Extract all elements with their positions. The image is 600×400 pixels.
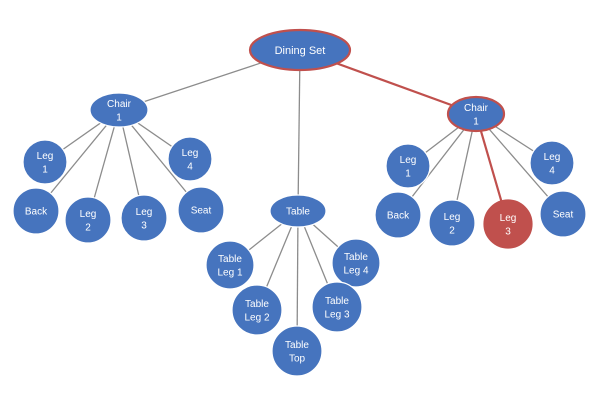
node-label: Chair (464, 103, 489, 114)
node-label: Leg (136, 207, 153, 218)
node-label: Leg 4 (343, 265, 368, 276)
node-label: 2 (449, 225, 455, 236)
node-label: Leg (80, 209, 97, 220)
node-label: Leg (500, 213, 517, 224)
node-label: Back (25, 207, 48, 218)
node-shape-cr-leg2 (428, 199, 476, 247)
node-label: Top (289, 353, 306, 364)
node-label: 2 (85, 222, 91, 233)
node-label: Leg 1 (217, 267, 242, 278)
node-shape-chair-l (89, 92, 149, 128)
node-label: 1 (42, 164, 48, 175)
node-shape-cr-leg1 (385, 143, 431, 189)
node-chair-r: Chair 1 (446, 95, 506, 133)
node-shape-table (269, 194, 327, 228)
node-shape-t-leg4 (331, 238, 381, 288)
node-label: 1 (405, 168, 411, 179)
node-dining-set: Dining Set (248, 28, 352, 72)
node-shape-cl-back (12, 187, 60, 235)
node-label: Chair (107, 99, 132, 110)
node-label: 3 (141, 220, 147, 231)
node-label: Seat (191, 206, 212, 217)
node-shape-cl-leg3 (120, 194, 168, 242)
node-label: 4 (187, 161, 193, 172)
node-chair-l: Chair 1 (89, 92, 149, 128)
node-label: Leg (182, 148, 199, 159)
node-cr-leg2: Leg 2 (428, 199, 476, 247)
node-shape-t-leg3 (311, 281, 363, 333)
node-shape-cl-leg1 (22, 139, 68, 185)
node-shape-chair-r (446, 95, 506, 133)
node-label: 1 (473, 116, 479, 127)
node-cr-seat: Seat (539, 190, 587, 238)
node-cl-seat: Seat (177, 186, 225, 234)
node-cl-leg3: Leg 3 (120, 194, 168, 242)
node-label: Leg (544, 152, 561, 163)
node-shape-dining-set (248, 28, 352, 72)
node-shape-t-leg2 (231, 284, 283, 336)
node-shape-cl-leg2 (64, 196, 112, 244)
node-label: Table (245, 299, 269, 310)
node-label: Table (285, 340, 309, 351)
node-label: Back (387, 211, 410, 222)
node-label: Leg 3 (324, 309, 349, 320)
node-shape-cr-leg4 (529, 140, 575, 186)
node-label: Table (286, 207, 310, 218)
node-label: 3 (505, 226, 511, 237)
node-shape-cl-seat (177, 186, 225, 234)
node-cr-leg3: Leg 3 (483, 199, 533, 249)
node-cr-back: Back (374, 191, 422, 239)
node-cl-leg2: Leg 2 (64, 196, 112, 244)
node-cl-leg1: Leg 1 (22, 139, 68, 185)
node-shape-cr-back (374, 191, 422, 239)
node-label: Table (218, 254, 242, 265)
node-label: Seat (553, 210, 574, 221)
node-label: Leg 2 (244, 312, 269, 323)
node-label: 4 (549, 165, 555, 176)
node-label: Dining Set (275, 45, 326, 57)
node-label: Table (325, 296, 349, 307)
node-label: Leg (37, 151, 54, 162)
node-label: Leg (400, 155, 417, 166)
node-table: Table (269, 194, 327, 228)
node-shape-cr-seat (539, 190, 587, 238)
node-shape-t-top (271, 325, 323, 377)
node-cl-back: Back (12, 187, 60, 235)
node-cl-leg4: Leg 4 (167, 136, 213, 182)
node-cr-leg4: Leg 4 (529, 140, 575, 186)
node-label: 1 (116, 112, 122, 123)
node-shape-cl-leg4 (167, 136, 213, 182)
node-cr-leg1: Leg 1 (385, 143, 431, 189)
node-label: Leg (444, 212, 461, 223)
node-shape-cr-leg3 (483, 199, 533, 249)
edge-dining-set-to-table (297, 49, 301, 212)
node-shape-t-leg1 (205, 240, 255, 290)
node-label: Table (344, 252, 368, 263)
